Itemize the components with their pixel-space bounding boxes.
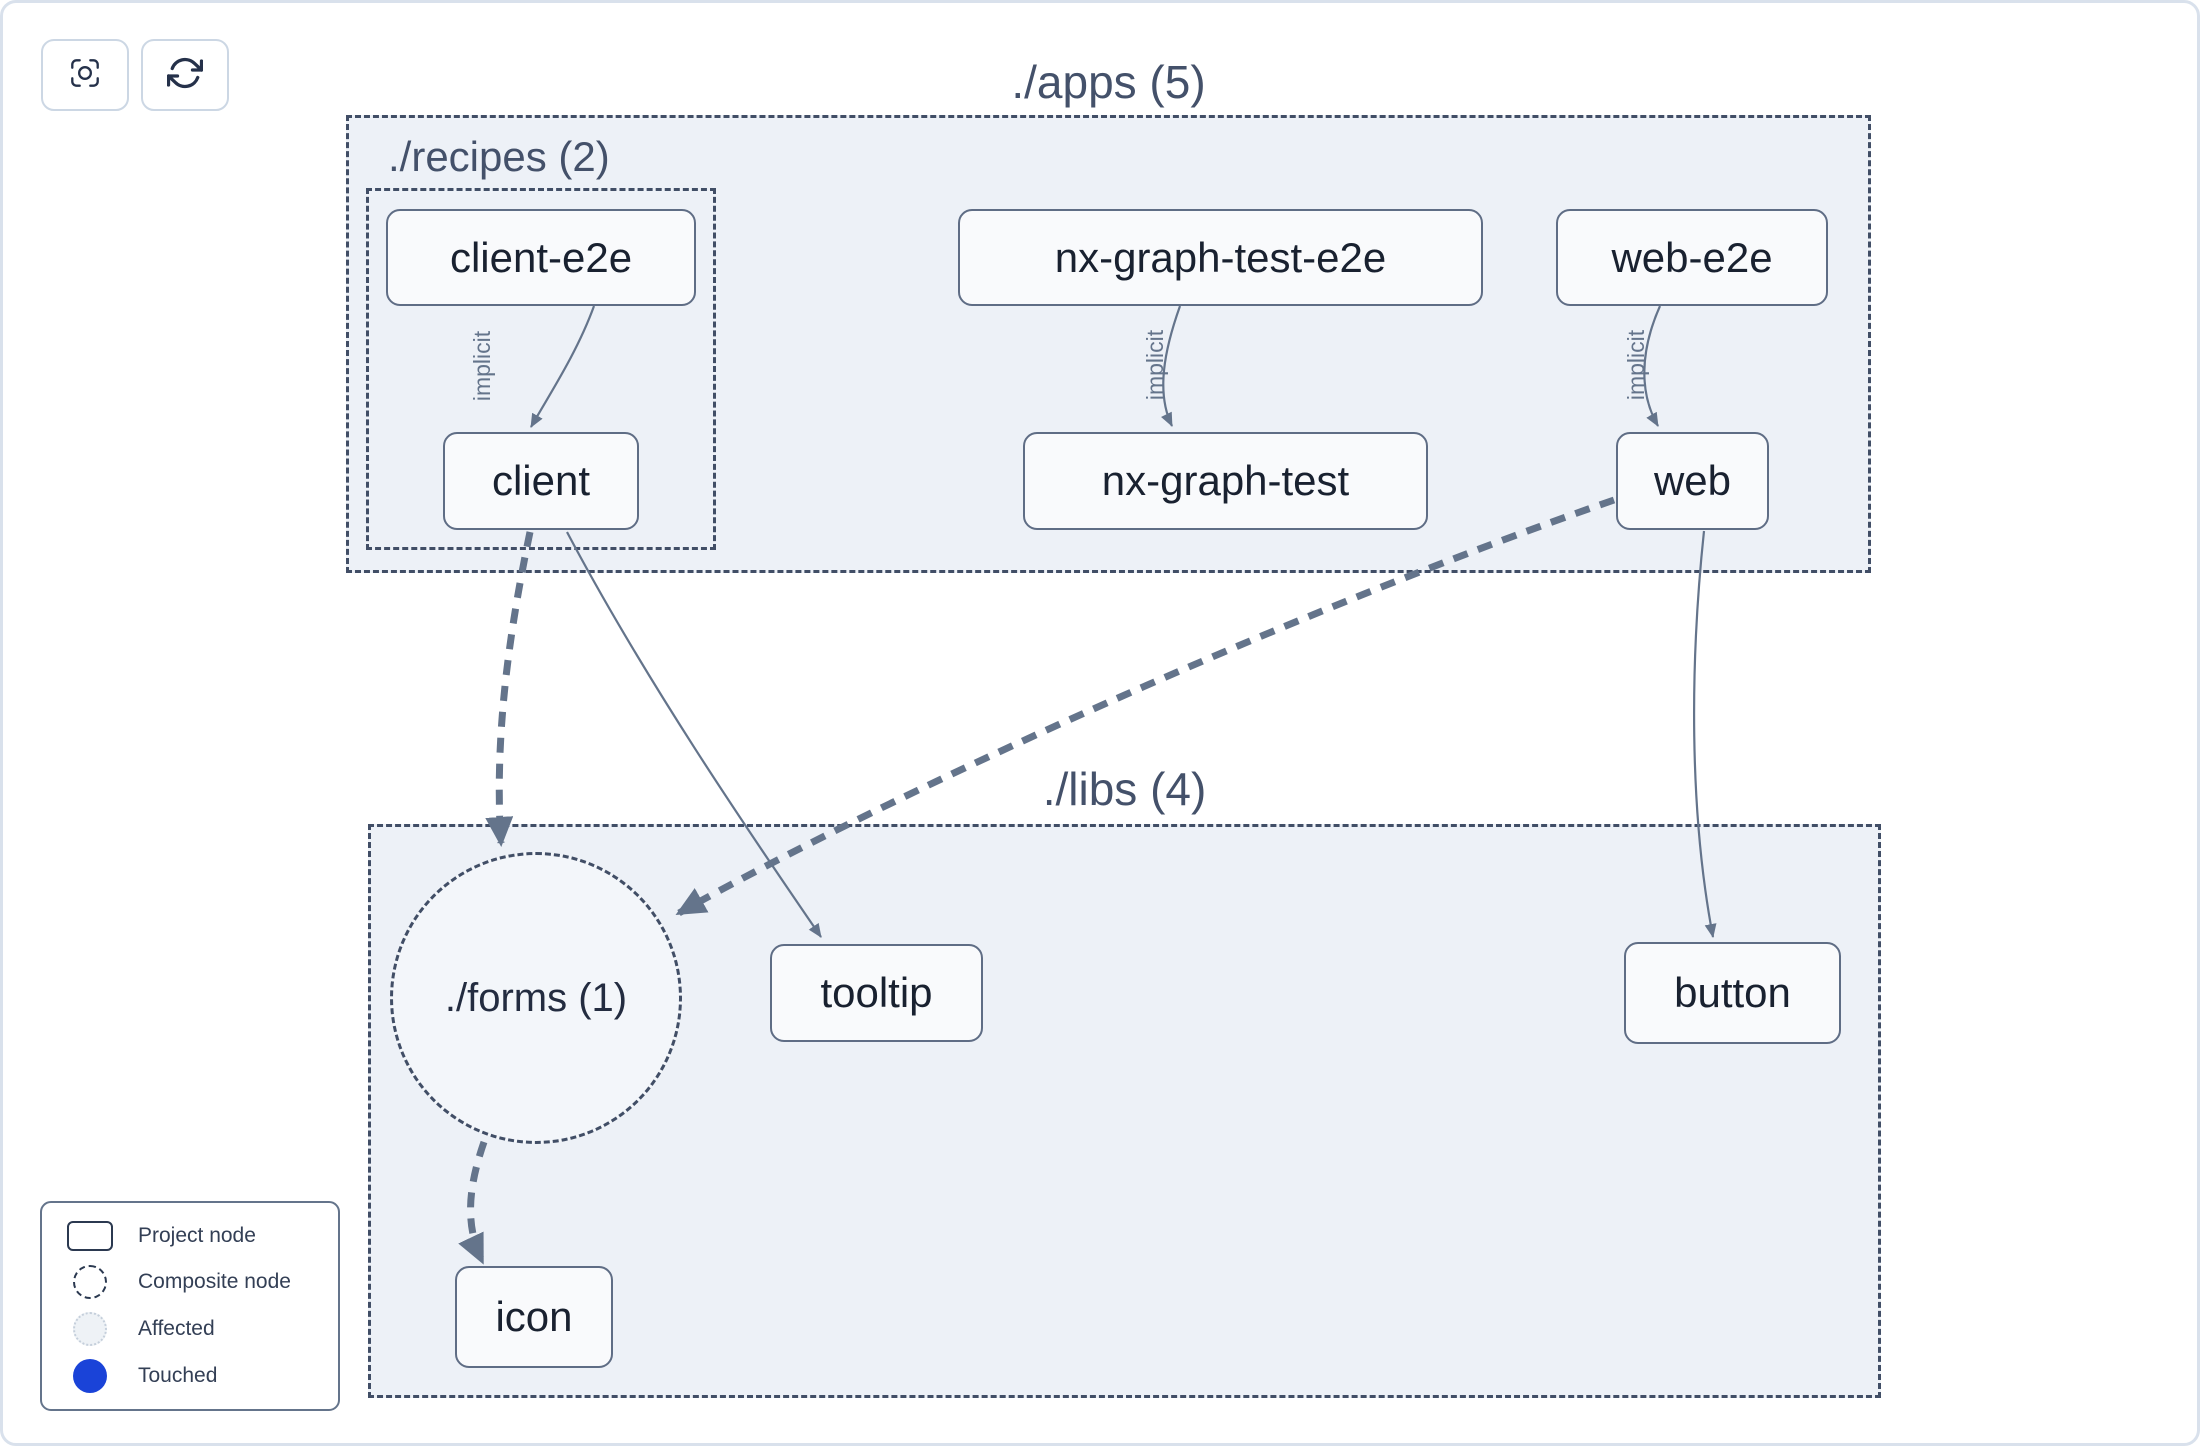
recipes-container-label: ./recipes (2) (388, 133, 610, 180)
node-nx-graph-test[interactable]: nx-graph-test (1023, 432, 1428, 530)
node-label: button (1674, 969, 1791, 1016)
recipes-container (366, 188, 716, 550)
legend-item-project-node: Project node (42, 1219, 338, 1253)
legend-label: Affected (138, 1317, 215, 1340)
legend-label: Touched (138, 1364, 218, 1387)
affected-swatch (73, 1312, 107, 1346)
node-client[interactable]: client (443, 432, 639, 530)
project-node-swatch (67, 1221, 113, 1251)
node-button[interactable]: button (1624, 942, 1841, 1044)
node-label: tooltip (820, 969, 933, 1016)
node-label: nx-graph-test-e2e (1054, 233, 1387, 281)
node-web-e2e[interactable]: web-e2e (1556, 209, 1828, 306)
node-client-e2e[interactable]: client-e2e (386, 209, 696, 306)
forms-node-label: ./forms (1) (444, 975, 628, 1020)
legend-item-composite-node: Composite node (42, 1265, 338, 1299)
touched-swatch (73, 1359, 107, 1393)
legend-item-affected: Affected (42, 1312, 338, 1346)
focus-button[interactable] (41, 39, 129, 111)
libs-container-label: ./libs (4) (1042, 763, 1207, 815)
composite-node-forms[interactable]: ./forms (1) (390, 852, 682, 1144)
node-icon[interactable]: icon (455, 1266, 613, 1368)
apps-container-label: ./apps (5) (1011, 56, 1206, 108)
legend: Project node Composite node Affected Tou… (40, 1201, 340, 1411)
refresh-button[interactable] (141, 39, 229, 111)
legend-label: Project node (138, 1224, 256, 1247)
focus-icon (67, 55, 103, 96)
node-label: web (1653, 457, 1732, 504)
legend-item-touched: Touched (42, 1359, 338, 1393)
node-web[interactable]: web (1616, 432, 1769, 530)
legend-label: Composite node (138, 1270, 291, 1293)
node-nx-graph-test-e2e[interactable]: nx-graph-test-e2e (958, 209, 1483, 306)
node-tooltip[interactable]: tooltip (770, 944, 983, 1042)
node-label: client (491, 457, 591, 504)
composite-node-swatch (73, 1265, 107, 1299)
node-label: nx-graph-test (1101, 457, 1350, 504)
node-label: client-e2e (449, 233, 633, 281)
node-label: web-e2e (1611, 233, 1773, 281)
refresh-icon (166, 55, 204, 96)
node-label: icon (495, 1293, 573, 1340)
